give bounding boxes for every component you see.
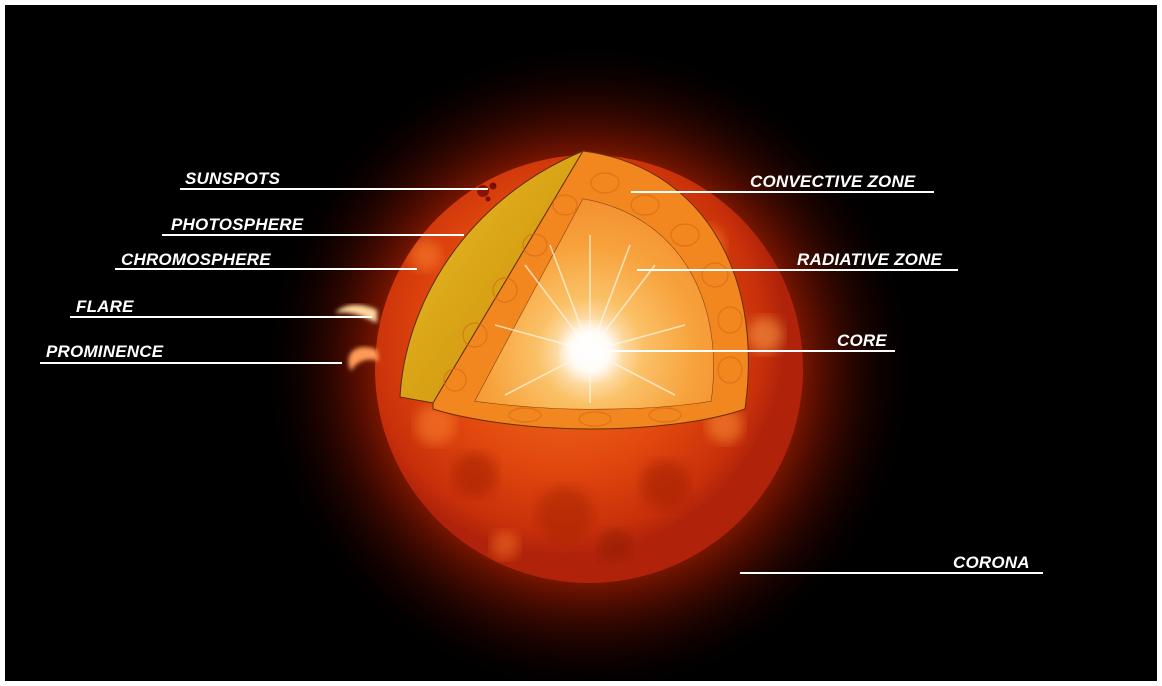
sun-diagram: SUNSPOTS PHOTOSPHERE CHROMOSPHERE FLARE … (5, 5, 1157, 681)
core-glow (564, 325, 616, 377)
flare-shape (335, 304, 377, 323)
label-core: CORE (837, 331, 887, 350)
label-convective-zone: CONVECTIVE ZONE (750, 172, 916, 191)
leader-corona (740, 572, 1043, 574)
leader-convective-zone (631, 191, 934, 193)
label-chromosphere: CHROMOSPHERE (121, 250, 271, 269)
prominence-shape (348, 347, 379, 371)
sunspot-3 (485, 196, 491, 202)
convection-cells (443, 172, 743, 427)
leader-flare (70, 316, 372, 318)
leader-core (597, 350, 895, 352)
photosphere-layer (399, 149, 585, 404)
sunspot-1 (477, 185, 489, 197)
label-flare: FLARE (76, 297, 134, 316)
label-prominence: PROMINENCE (46, 342, 164, 361)
leader-radiative-zone (637, 269, 958, 271)
leader-sunspots (180, 188, 488, 190)
core-region (475, 199, 714, 409)
label-photosphere: PHOTOSPHERE (171, 215, 304, 234)
leader-prominence (40, 362, 342, 364)
label-sunspots: SUNSPOTS (185, 169, 281, 188)
leader-photosphere (162, 234, 464, 236)
sun-illustration (259, 39, 919, 681)
sunspot-2 (489, 182, 497, 190)
label-corona: CORONA (953, 553, 1030, 572)
leader-chromosphere (115, 268, 417, 270)
label-radiative-zone: RADIATIVE ZONE (797, 250, 943, 269)
